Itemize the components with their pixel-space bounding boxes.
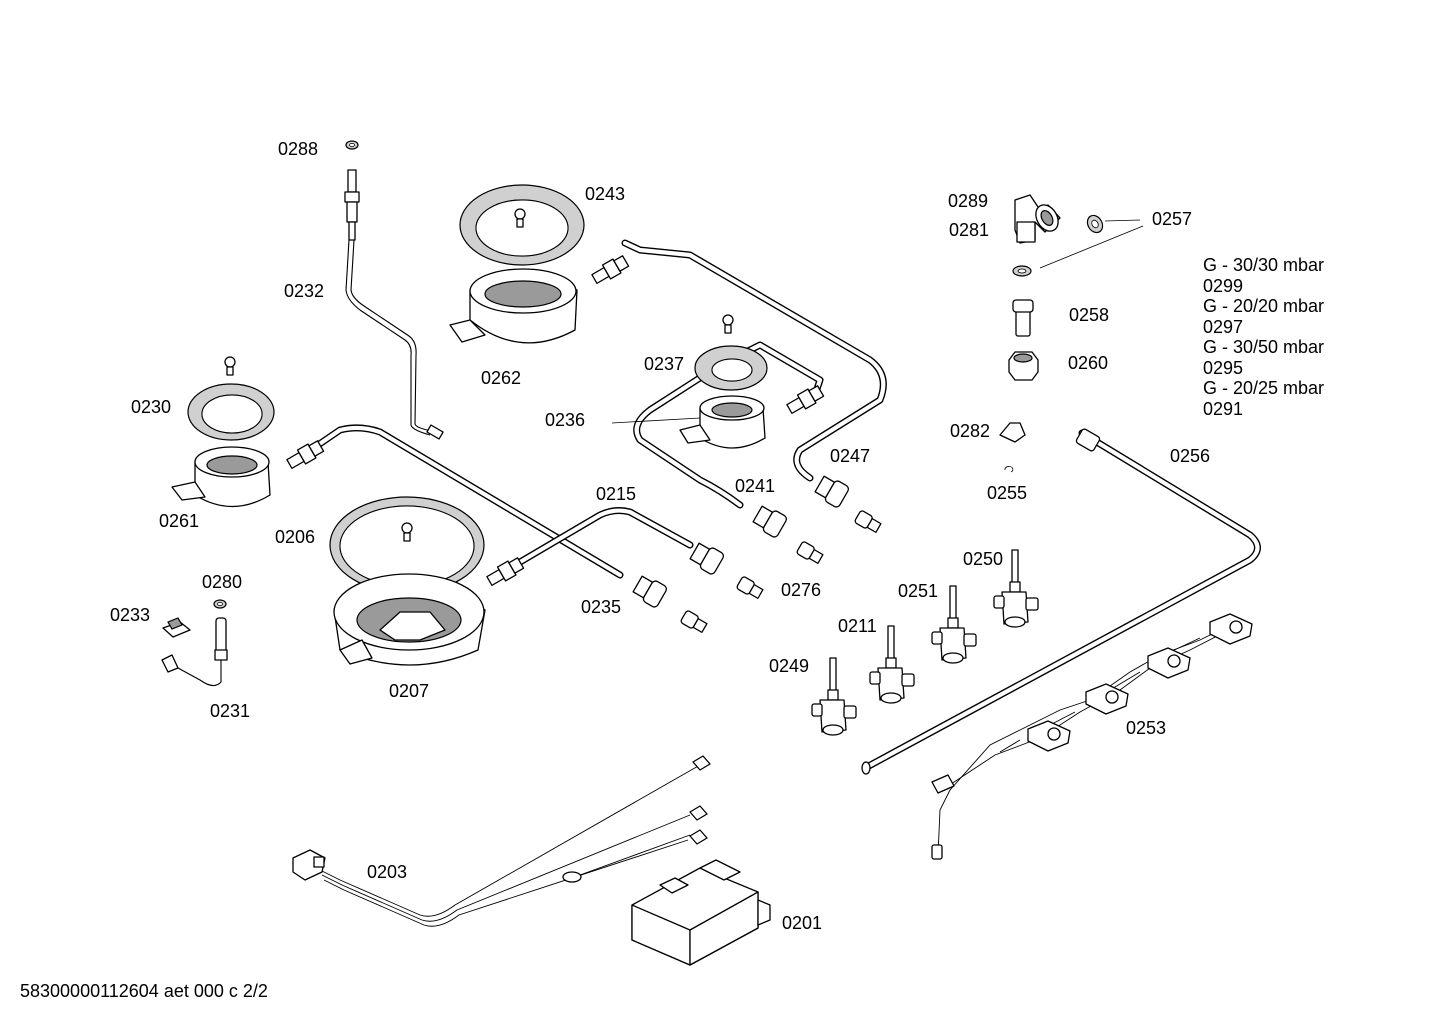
part-label-0203: 0203 xyxy=(367,862,408,882)
part-label-0215: 0215 xyxy=(596,484,637,504)
spark-plug-0231 xyxy=(161,599,228,687)
gas-option-code: 0299 xyxy=(1203,275,1244,296)
gas-option-code: 0295 xyxy=(1203,357,1244,378)
part-label-0280: 0280 xyxy=(202,572,243,592)
part-label-0206: 0206 xyxy=(275,527,316,547)
gas-option-name: G - 30/30 mbar xyxy=(1203,255,1325,275)
burner-0241 xyxy=(611,314,768,449)
pipe-fittings xyxy=(286,255,1101,775)
part-label-0282: 0282 xyxy=(950,421,991,441)
gas-type-list: G - 30/30 mbar 0299 G - 20/20 mbar 0297 … xyxy=(1203,255,1324,419)
part-label-0249: 0249 xyxy=(769,656,810,676)
part-label-0211: 0211 xyxy=(838,616,877,636)
document-footer-code: 58300000112604 aet 000 c 2/2 xyxy=(20,981,268,1001)
part-label-0243: 0243 xyxy=(585,184,626,204)
part-label-0207: 0207 xyxy=(389,681,430,701)
part-label-0281: 0281 xyxy=(949,220,990,240)
gas-option-name: G - 20/25 mbar xyxy=(1203,378,1325,398)
part-label-0232: 0232 xyxy=(284,281,325,301)
connector-fittings xyxy=(999,194,1144,473)
part-label-0288: 0288 xyxy=(278,139,319,159)
part-label-0260: 0260 xyxy=(1068,353,1109,373)
part-label-0289: 0289 xyxy=(948,191,989,211)
part-label-0250: 0250 xyxy=(963,549,1004,569)
ignition-cable-0203 xyxy=(292,755,711,927)
part-label-0231: 0231 xyxy=(210,701,251,721)
gas-pipes xyxy=(314,239,1261,772)
part-label-0276: 0276 xyxy=(781,580,822,600)
part-label-0241: 0241 xyxy=(735,476,776,496)
thermocouple-0232 xyxy=(344,140,444,440)
part-label-0253: 0253 xyxy=(1126,718,1167,738)
burner-0207 xyxy=(329,496,486,666)
part-label-0257: 0257 xyxy=(1152,209,1193,229)
part-label-0236: 0236 xyxy=(545,410,586,430)
part-label-0237: 0237 xyxy=(644,354,685,374)
spark-generator-0201 xyxy=(631,859,771,966)
gas-taps xyxy=(811,549,1039,736)
burner-0262 xyxy=(449,184,585,344)
part-label-0251: 0251 xyxy=(898,581,939,601)
part-label-0261: 0261 xyxy=(159,511,200,531)
part-label-0247: 0247 xyxy=(830,446,871,466)
part-label-0235: 0235 xyxy=(581,597,622,617)
gas-option-name: G - 30/50 mbar xyxy=(1203,337,1325,357)
part-label-0258: 0258 xyxy=(1069,305,1110,325)
part-label-0201: 0201 xyxy=(782,913,823,933)
gas-option-code: 0297 xyxy=(1203,316,1244,337)
gas-option-code: 0291 xyxy=(1203,398,1244,419)
part-label-0256: 0256 xyxy=(1170,446,1211,466)
part-label-0255: 0255 xyxy=(987,483,1028,503)
part-label-0233: 0233 xyxy=(110,605,151,625)
ignition-switch-harness-0253 xyxy=(931,613,1253,860)
part-label-0230: 0230 xyxy=(131,397,172,417)
burner-0261 xyxy=(171,356,275,508)
part-label-0262: 0262 xyxy=(481,368,522,388)
gas-option-name: G - 20/20 mbar xyxy=(1203,296,1325,316)
